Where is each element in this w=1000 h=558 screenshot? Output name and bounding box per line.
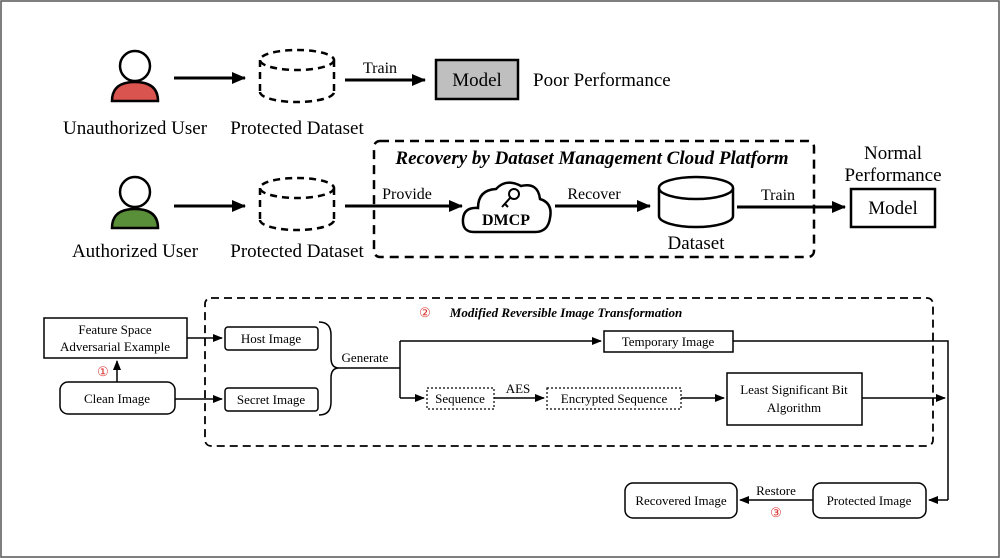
lsb-box (726, 372, 863, 426)
host-image-label: Host Image (241, 331, 302, 346)
dmcp-label: DMCP (482, 212, 530, 229)
secret-image-box (224, 387, 319, 412)
dataset-icon (657, 175, 735, 229)
clean-image-label: Clean Image (84, 391, 150, 406)
key-icon (501, 188, 520, 208)
normal-performance-line-2: Performance (844, 165, 941, 186)
provide-label: Provide (382, 186, 432, 203)
transformation-title: Modified Reversible Image Transformation (449, 305, 682, 320)
model-label-2: Model (868, 198, 918, 219)
generate-label: Generate (342, 350, 389, 365)
cloud-platform-title: Recovery by Dataset Management Cloud Pla… (394, 148, 788, 169)
recover-label: Recover (567, 186, 621, 203)
protected-dataset-label-2: Protected Dataset (230, 241, 364, 262)
protected-image-label: Protected Image (827, 493, 912, 508)
model-box-1 (434, 58, 520, 101)
line-temporary-down (733, 340, 949, 500)
cloud-icon (461, 181, 552, 234)
aes-label: AES (506, 381, 531, 396)
cloud-platform-box (372, 139, 816, 259)
recovered-image-label: Recovered Image (635, 493, 727, 508)
train-label-1: Train (363, 60, 397, 77)
encrypted-sequence-label: Encrypted Sequence (561, 391, 668, 406)
feature-space-line-2: Adversarial Example (60, 339, 170, 354)
feature-space-line-1: Feature Space (78, 322, 152, 337)
normal-performance-line-1: Normal (864, 143, 922, 164)
step-marker-1: ① (97, 364, 109, 379)
secret-image-label: Secret Image (237, 392, 305, 407)
lsb-line-2: Algorithm (767, 400, 821, 415)
host-image-box (224, 326, 319, 351)
protected-dataset-label-1: Protected Dataset (230, 118, 364, 139)
authorized-user-icon (110, 175, 160, 230)
feature-space-box (43, 317, 188, 359)
lsb-line-1: Least Significant Bit (740, 382, 848, 397)
unauthorized-user-icon (110, 49, 160, 103)
transformation-box (204, 297, 934, 447)
generate-brace (318, 321, 340, 416)
unauthorized-user-label: Unauthorized User (63, 118, 208, 139)
recovered-image-box (624, 482, 738, 519)
restore-label: Restore (756, 483, 796, 498)
protected-dataset-icon-2 (258, 176, 336, 232)
step-marker-2: ② (419, 305, 431, 320)
sequence-label: Sequence (435, 391, 485, 406)
authorized-user-label: Authorized User (72, 241, 199, 262)
protected-dataset-icon-1 (258, 48, 336, 104)
step-marker-3: ③ (770, 505, 782, 520)
model-label-1: Model (452, 70, 502, 91)
dataset-label: Dataset (668, 233, 726, 254)
model-box-2 (849, 187, 937, 229)
temporary-image-label: Temporary Image (622, 334, 715, 349)
train-label-2: Train (761, 187, 795, 204)
poor-performance-label: Poor Performance (533, 70, 671, 91)
